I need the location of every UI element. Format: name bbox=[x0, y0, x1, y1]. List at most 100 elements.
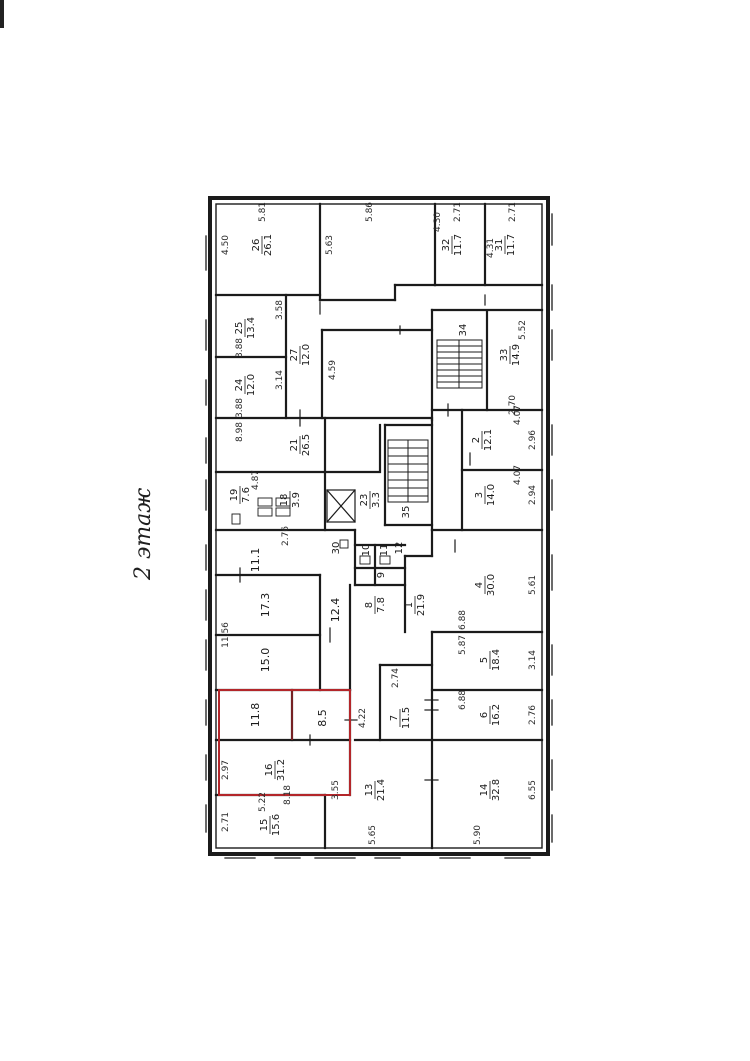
room-area: 12.0 bbox=[246, 374, 257, 396]
room-area: 21.4 bbox=[376, 779, 387, 801]
room-number: 2 bbox=[471, 437, 482, 443]
dimension-label: 3.58 bbox=[275, 300, 285, 320]
dimension-label: 6.88 bbox=[458, 610, 468, 630]
floor-caption: 2 этаж bbox=[131, 488, 156, 581]
elevator-shaft bbox=[326, 489, 356, 523]
stair-middle bbox=[387, 439, 429, 503]
room-area: 11.8 bbox=[249, 703, 262, 728]
highlighted-area-outline bbox=[218, 689, 351, 796]
room-label-group: 9 bbox=[376, 572, 387, 578]
dimension-label-group: 5.86 bbox=[365, 202, 375, 222]
dimension-label: 4.30 bbox=[433, 212, 443, 232]
floor-caption-text: 2 этаж bbox=[131, 488, 156, 581]
dimension-label: 2.94 bbox=[528, 485, 538, 505]
dimension-label-group: 5.22 bbox=[258, 792, 268, 812]
dimension-label-group: 5.90 bbox=[473, 825, 483, 845]
room-number: 10 bbox=[361, 544, 372, 557]
dimension-label-group: 4.30 bbox=[433, 212, 443, 232]
dimension-label: 5.65 bbox=[368, 825, 378, 845]
room-number: 23 bbox=[359, 494, 370, 507]
dimension-label-group: 2.76 bbox=[528, 705, 538, 725]
dimension-label-group: 5.65 bbox=[368, 825, 378, 845]
room-label-group: 11.1 bbox=[249, 548, 262, 573]
dimension-label-group: 3.58 bbox=[275, 300, 285, 320]
room-number: 33 bbox=[499, 349, 510, 362]
room-number: 3 bbox=[474, 492, 485, 498]
dimension-label-group: 4.07 bbox=[513, 465, 523, 485]
room-number: 9 bbox=[376, 572, 387, 578]
room-number: 26 bbox=[251, 239, 262, 252]
dimension-label: 2.97 bbox=[221, 760, 231, 780]
room-label-group: 11 bbox=[379, 544, 390, 557]
dimension-label: 2.74 bbox=[391, 668, 401, 688]
dimension-label: 2.71 bbox=[221, 812, 231, 832]
dimension-label: 8.18 bbox=[283, 785, 293, 805]
room-label-group: 35 bbox=[401, 506, 412, 519]
dimension-label-group: 5.52 bbox=[518, 320, 528, 340]
dimension-label-group: 2.96 bbox=[528, 430, 538, 450]
room-number: 1 bbox=[404, 602, 415, 608]
dimension-label-group: 4.50 bbox=[221, 235, 231, 255]
room-area: 12.0 bbox=[301, 344, 312, 366]
room-area: 11.5 bbox=[401, 707, 412, 729]
room-number: 13 bbox=[364, 784, 375, 797]
dimension-label-group: 3.14 bbox=[528, 650, 538, 670]
dimension-label-group: 4.87 bbox=[251, 470, 261, 490]
dimension-label-group: 2.76 bbox=[281, 526, 291, 546]
dimension-label-group: 2.71 bbox=[508, 202, 518, 222]
dimension-label-group: 2.74 bbox=[391, 668, 401, 688]
room-area: 21.9 bbox=[416, 594, 427, 616]
room-number: 12 bbox=[394, 542, 405, 555]
scan-edge-mark bbox=[0, 0, 4, 28]
room-number: 21 bbox=[289, 439, 300, 452]
dimension-label: 5.61 bbox=[528, 575, 538, 595]
dimension-label-group: 6.55 bbox=[528, 780, 538, 800]
room-area: 11.1 bbox=[249, 548, 262, 573]
outer-wall-inner-line bbox=[215, 203, 543, 849]
room-area: 30.0 bbox=[486, 574, 497, 596]
dimension-label-group: 2.70 bbox=[508, 395, 518, 415]
dimension-label-group: 2.71 bbox=[221, 812, 231, 832]
dimension-label-group: 3.55 bbox=[331, 780, 341, 800]
dimension-label: 5.22 bbox=[258, 792, 268, 812]
dimension-label-group: 6.88 bbox=[458, 610, 468, 630]
dimension-label: 5.90 bbox=[473, 825, 483, 845]
room-area: 15.0 bbox=[259, 648, 272, 673]
room-number: 8 bbox=[364, 602, 375, 608]
room-number: 31 bbox=[494, 239, 505, 252]
room-area: 12.1 bbox=[483, 429, 494, 451]
dimension-label-group: 5.63 bbox=[325, 235, 335, 255]
room-number: 5 bbox=[479, 657, 490, 663]
dimension-label: 6.88 bbox=[458, 690, 468, 710]
room-label-group: 12 bbox=[394, 542, 405, 555]
dimension-label-group: 2.97 bbox=[221, 760, 231, 780]
dimension-label: 4.22 bbox=[358, 708, 368, 728]
dimension-label: 2.71 bbox=[508, 202, 518, 222]
dimension-label-group: 3.88 bbox=[235, 398, 245, 418]
room-number: 11 bbox=[379, 544, 390, 557]
room-area: 18.4 bbox=[491, 649, 502, 671]
dimension-label-group: 4.31 bbox=[486, 238, 496, 258]
dimension-label: 4.07 bbox=[513, 465, 523, 485]
room-area: 3.3 bbox=[371, 492, 382, 508]
dimension-label: 3.14 bbox=[528, 650, 538, 670]
room-number: 25 bbox=[234, 322, 245, 335]
dimension-label: 5.63 bbox=[325, 235, 335, 255]
dimension-label-group: 8.18 bbox=[283, 785, 293, 805]
stair-north bbox=[436, 339, 483, 389]
room-number: 19 bbox=[229, 489, 240, 502]
room-number: 4 bbox=[474, 582, 485, 588]
room-number: 7 bbox=[389, 715, 400, 721]
room-area: 31.2 bbox=[276, 759, 287, 781]
dimension-label-group: 2.71 bbox=[453, 202, 463, 222]
dimension-label: 3.14 bbox=[275, 370, 285, 390]
